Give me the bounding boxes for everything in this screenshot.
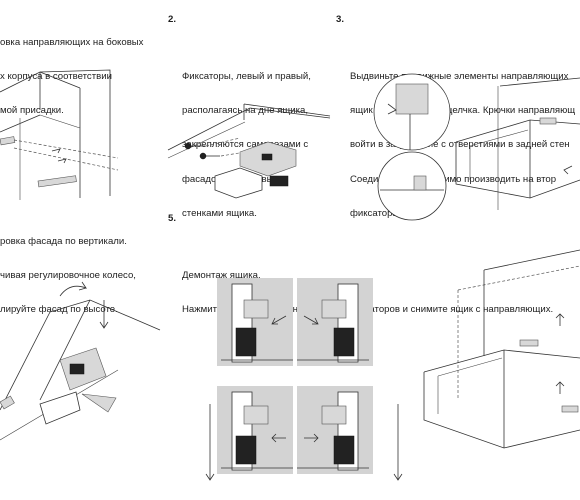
- arrow-icon: [51, 148, 61, 154]
- lever-panel: [297, 386, 373, 474]
- fixator-clip-icon: [214, 141, 297, 199]
- rotate-arrow-icon: [59, 281, 88, 297]
- rail-left-icon: [0, 136, 119, 171]
- detail-circle-icon: [377, 151, 447, 221]
- step-4-text: ровка фасада по вертикали. чивая регулир…: [0, 213, 136, 327]
- lever-panel: [297, 278, 373, 366]
- step-4-line: ровка фасада по вертикали.: [0, 235, 127, 247]
- arrow-icon: [555, 381, 565, 394]
- arrow-icon: [57, 158, 67, 164]
- screw-icon: [184, 137, 241, 150]
- step-1-text: овка направляющих на боковых х корпуса в…: [0, 14, 143, 128]
- step-3-number: 3.: [336, 14, 345, 25]
- step-5-number: 5.: [168, 213, 177, 224]
- step-2-line: стенками ящика.: [182, 207, 257, 219]
- step-4-line: лируйте фасад по высоте.: [0, 304, 118, 316]
- arrow-icon: [555, 313, 565, 326]
- lever-panel: [217, 278, 293, 366]
- adjuster-wheel-icon: [39, 347, 117, 425]
- step-1-line: х корпуса в соответствии: [0, 71, 112, 83]
- step-2-number: 2.: [168, 14, 177, 25]
- step-1-line: овка направляющих на боковых: [0, 36, 144, 48]
- step-2-line: Фиксаторы, левый и правый,: [182, 71, 311, 83]
- step-4-line: чивая регулировочное колесо,: [0, 270, 136, 282]
- rail-right-icon: [37, 175, 77, 188]
- step-5-line: Демонтаж ящика.: [182, 270, 261, 282]
- arrow-icon: [99, 300, 109, 329]
- screw-icon: [199, 151, 246, 160]
- arrow-icon: [563, 165, 573, 175]
- lever-panel: [217, 386, 293, 474]
- step-1-line: мой присадки.: [0, 105, 64, 117]
- detail-circle-icon: [373, 73, 451, 151]
